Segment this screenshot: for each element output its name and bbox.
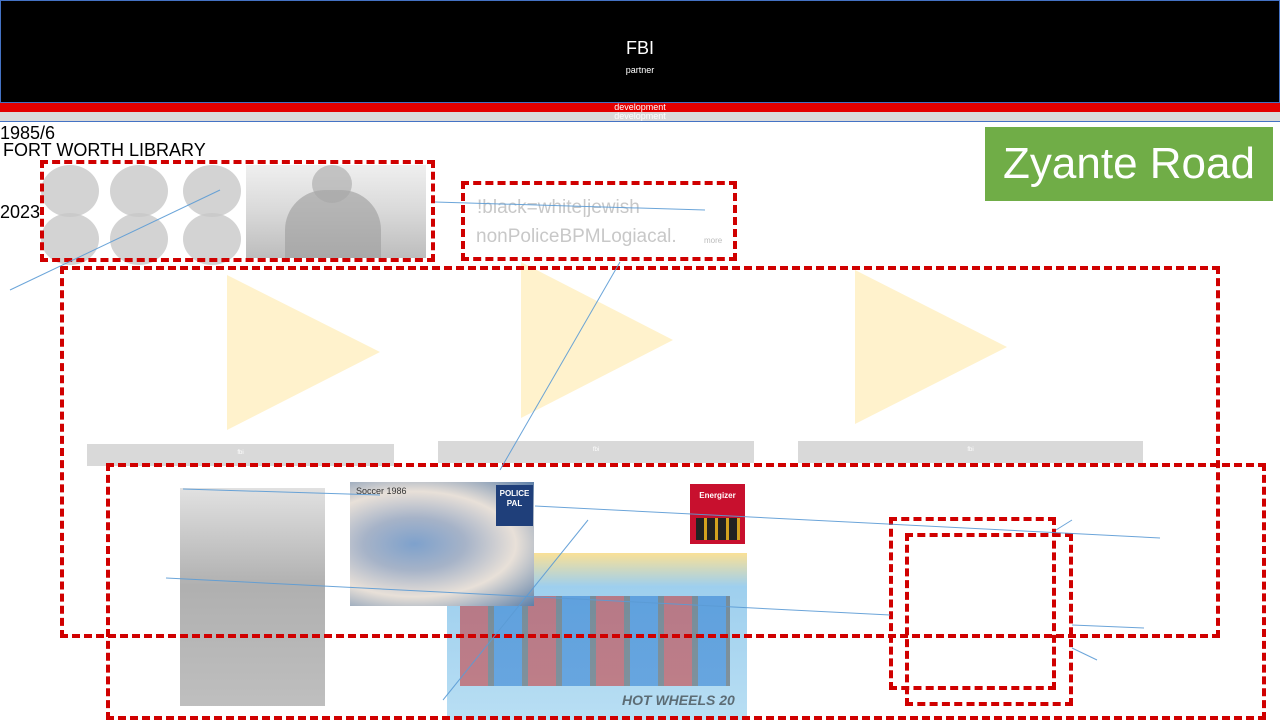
- header-subtitle: partner: [625, 65, 655, 75]
- dashed-frame-bottom: [106, 463, 1266, 720]
- dashed-frame-circles: [40, 160, 435, 262]
- year-label: 2023: [0, 202, 41, 222]
- triangle-label-bar: [798, 441, 1143, 463]
- triangle-label: fbi: [967, 447, 974, 453]
- dashed-frame-textbox: [461, 181, 737, 261]
- blurred-photo-caption: Soccer 1986: [356, 486, 407, 496]
- triangle-label: fbi: [237, 450, 244, 456]
- grey-bar-label: development: [614, 111, 666, 121]
- red-bar: [0, 103, 1280, 112]
- toy-box-label: HOT WHEELS 20: [622, 692, 735, 708]
- dashed-frame-triangles: [60, 266, 1220, 638]
- library-label: FORT WORTH LIBRARY: [3, 140, 206, 160]
- police-pal-logo[interactable]: POLICE PAL: [496, 485, 533, 526]
- triangle-label-bar: [87, 444, 394, 466]
- grey-bar: [0, 112, 1280, 122]
- dashed-frame-small: [905, 533, 1073, 706]
- red-bar-label: development: [614, 102, 666, 112]
- more-tag[interactable]: more: [704, 236, 723, 245]
- text-box-line-2: nonPoliceBPMLogiacal.: [476, 226, 677, 247]
- date-label: 1985/6: [0, 123, 56, 143]
- header-title: FBI: [625, 38, 654, 58]
- header-banner: [0, 0, 1280, 103]
- zyante-road-badge[interactable]: Zyante Road: [985, 127, 1273, 201]
- officer-head: [312, 165, 352, 203]
